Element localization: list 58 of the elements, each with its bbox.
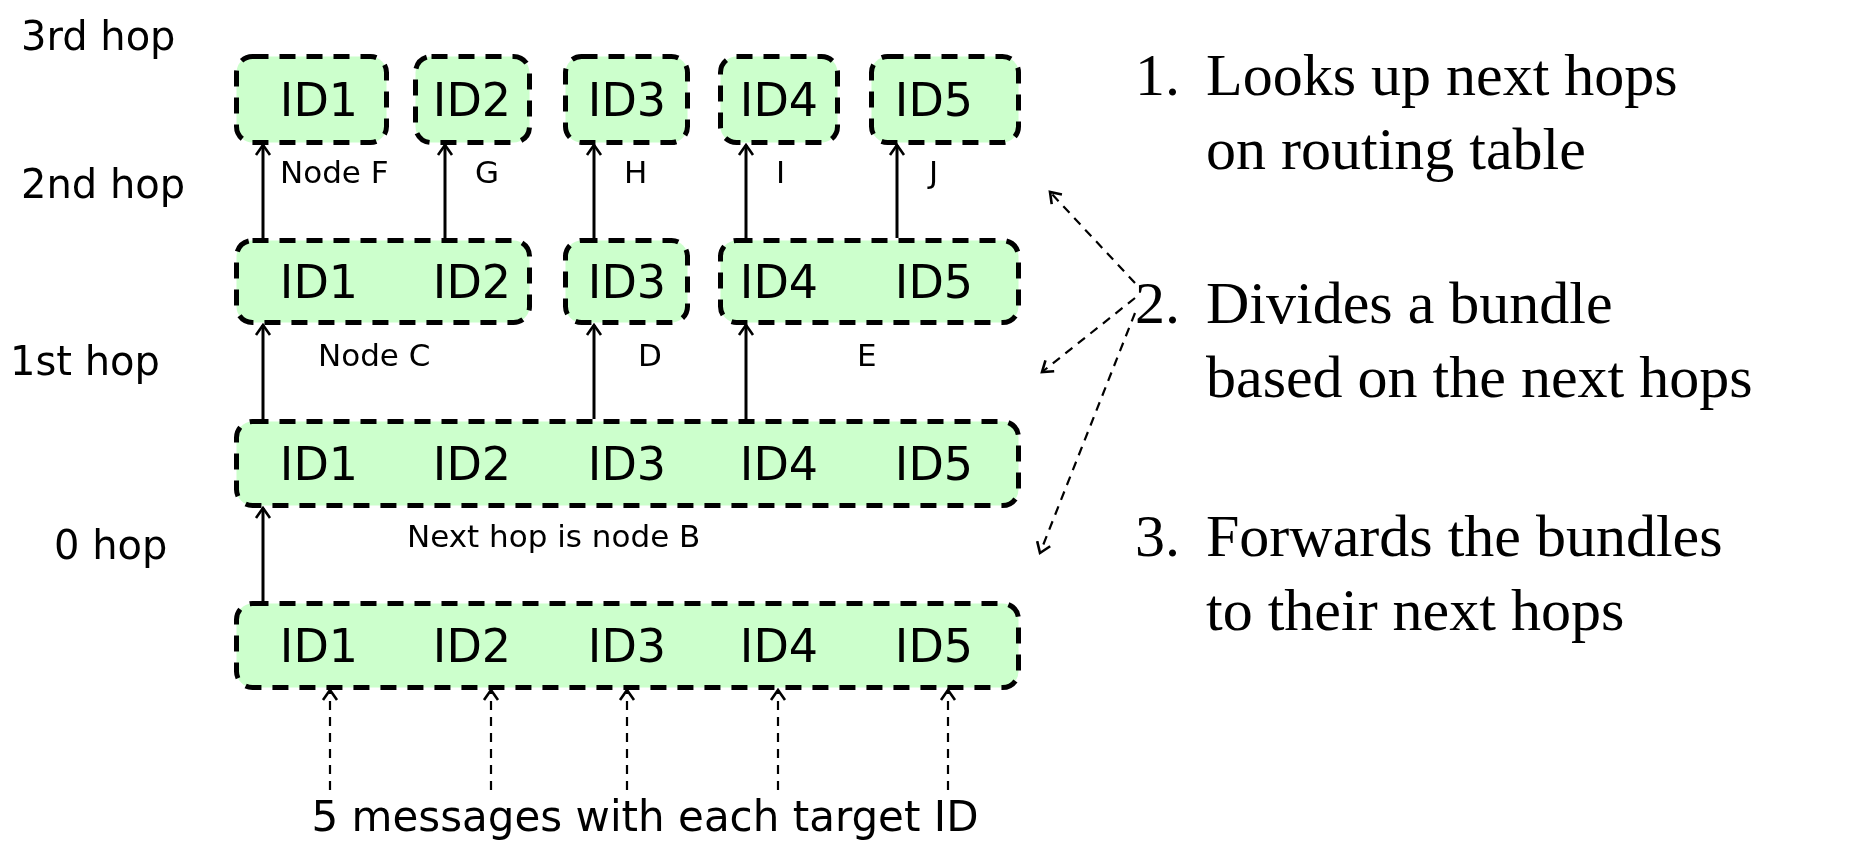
bundle-box — [563, 238, 690, 325]
arrow — [737, 143, 755, 238]
bundle-box — [718, 238, 1021, 325]
id-label: ID2 — [432, 254, 512, 309]
arrow — [436, 143, 454, 238]
bundle-box — [234, 54, 389, 145]
arrow — [1048, 190, 1136, 284]
caption-text: 5 messages with each target ID — [311, 792, 979, 842]
bundle-box — [718, 54, 840, 145]
id-label: ID5 — [894, 254, 974, 309]
row-label: 2nd hop — [21, 160, 186, 208]
id-label: ID3 — [587, 436, 667, 491]
arrow — [618, 688, 636, 790]
arrow — [737, 323, 755, 419]
id-label: ID1 — [279, 254, 359, 309]
arrow — [254, 506, 272, 601]
arrow — [1035, 312, 1137, 555]
id-label: ID2 — [432, 72, 512, 127]
id-label: ID4 — [739, 436, 819, 491]
list-number: 1. — [1135, 41, 1180, 110]
bundle-box — [869, 54, 1021, 145]
id-label: ID4 — [739, 618, 819, 673]
id-label: ID4 — [739, 72, 819, 127]
bundle-box — [234, 419, 1021, 508]
id-label: ID3 — [587, 254, 667, 309]
arrow — [939, 688, 957, 790]
arrow — [585, 143, 603, 238]
arrow — [585, 323, 603, 419]
list-item-text: Divides a bundle based on the next hops — [1206, 269, 1754, 412]
arrow — [254, 323, 272, 419]
arrow — [888, 143, 906, 238]
id-label: ID1 — [279, 618, 359, 673]
arrow — [1040, 297, 1136, 374]
arrow — [254, 143, 272, 238]
list-number: 2. — [1135, 269, 1180, 338]
bundle-box — [234, 238, 532, 325]
bundle-box — [234, 601, 1021, 690]
bundle-box — [413, 54, 532, 145]
id-label: ID5 — [894, 436, 974, 491]
id-label: ID4 — [739, 254, 819, 309]
arrow — [482, 688, 500, 790]
id-label: ID3 — [587, 618, 667, 673]
id-label: ID1 — [279, 436, 359, 491]
arrow — [321, 688, 339, 790]
id-label: ID5 — [894, 72, 974, 127]
id-label: ID3 — [587, 72, 667, 127]
list-item-text: Forwards the bundles to their next hops — [1206, 502, 1724, 645]
list-item-text: Looks up next hops on routing table — [1206, 41, 1679, 184]
id-label: ID5 — [894, 618, 974, 673]
id-label: ID2 — [432, 618, 512, 673]
row-label: 1st hop — [10, 337, 160, 385]
row-label: 3rd hop — [21, 12, 176, 60]
arrow — [769, 688, 787, 790]
row-label: 0 hop — [54, 521, 168, 569]
bundle-box — [563, 54, 690, 145]
id-label: ID1 — [279, 72, 359, 127]
list-number: 3. — [1135, 502, 1180, 571]
id-label: ID2 — [432, 436, 512, 491]
